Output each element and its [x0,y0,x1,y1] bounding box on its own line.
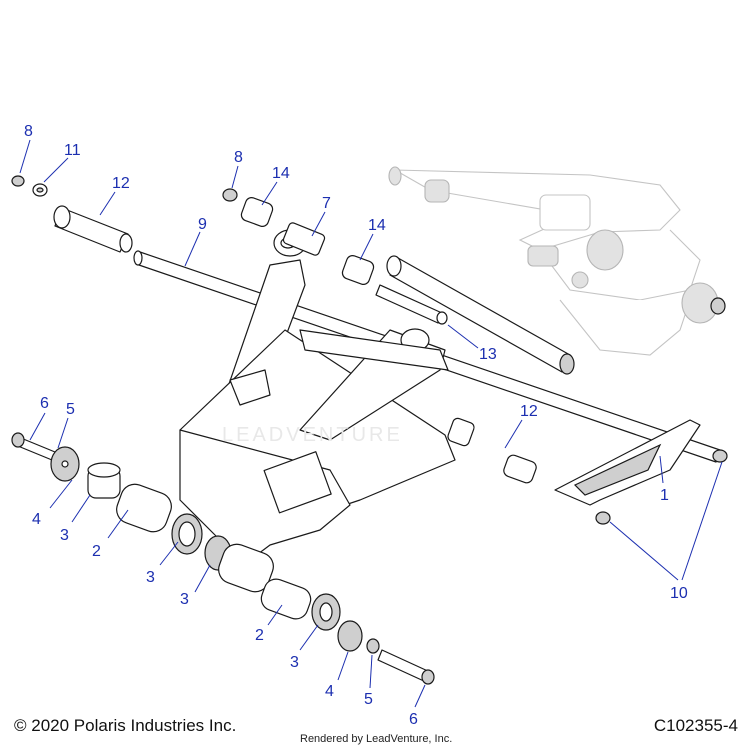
callout-2: 2 [92,543,101,560]
callout-3: 3 [60,527,69,544]
callout-3: 3 [146,569,155,586]
callout-10: 10 [670,585,688,602]
callout-7: 7 [322,195,331,212]
copyright-text: © 2020 Polaris Industries Inc. [14,716,237,735]
callout-9: 9 [198,216,207,233]
callout-6: 6 [409,711,418,728]
callout-13: 13 [479,346,497,363]
callout-14: 14 [368,217,386,234]
callout-5: 5 [364,691,373,708]
background-assembly [388,166,726,356]
left-hardware-stack [11,432,203,555]
callout-2: 2 [255,627,264,644]
callouts: 8 11 12 8 14 7 9 14 13 6 5 4 3 2 3 12 1 … [24,123,688,728]
part-1-bracket [554,419,701,506]
watermark: LEADVENTURE [222,424,403,446]
part-13-bolt [375,284,448,325]
part-12-right-tube [386,255,575,375]
callout-6: 6 [40,395,49,412]
callout-14: 14 [272,165,290,182]
hardware [11,175,728,525]
part-12-upper-tube [53,205,133,253]
callout-11: 11 [64,142,81,159]
callout-4: 4 [32,511,41,528]
callout-3: 3 [290,654,299,671]
callout-4: 4 [325,683,334,700]
leader-lines [19,139,723,708]
callout-12: 12 [520,403,538,420]
callout-5: 5 [66,401,75,418]
callout-12: 12 [112,175,130,192]
rendered-by-text: Rendered by LeadVenture, Inc. [300,733,453,745]
callout-3: 3 [180,591,189,608]
diagram-code: C102355-4 [653,716,738,735]
callout-8: 8 [24,123,33,140]
callout-8: 8 [234,149,243,166]
right-hardware-stack [204,535,435,685]
lower-a-arm [179,229,456,561]
callout-1: 1 [660,487,669,504]
